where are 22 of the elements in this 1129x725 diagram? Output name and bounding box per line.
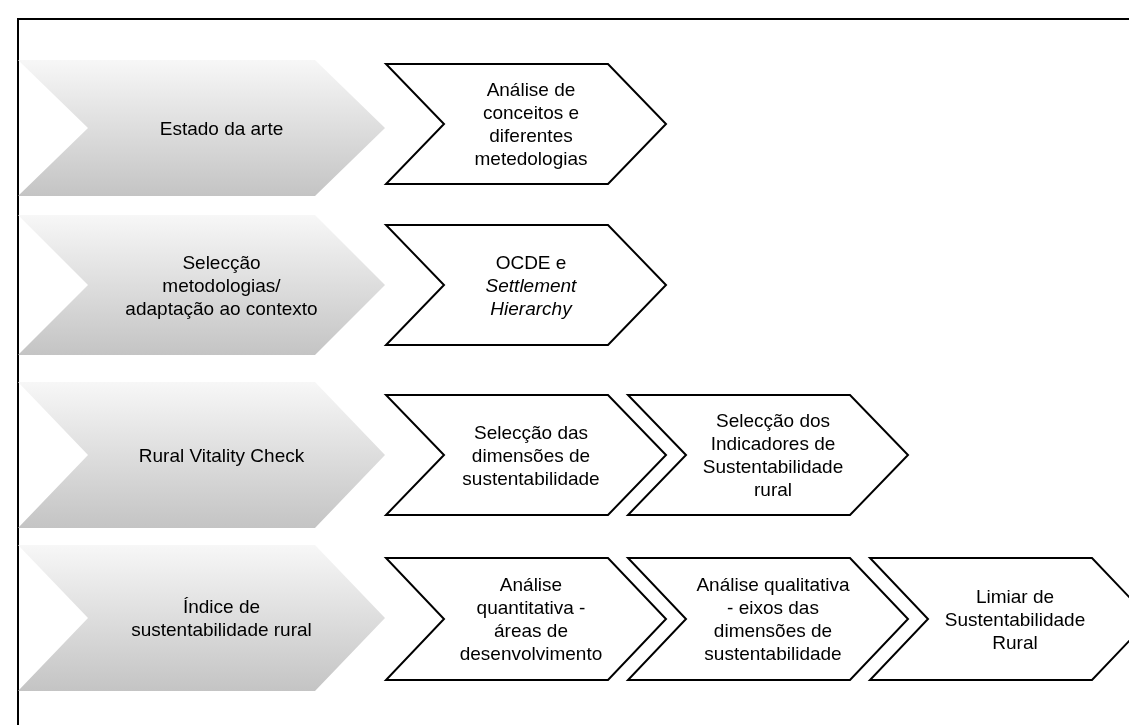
- step-label: Rural Vitality Check: [137, 443, 306, 467]
- step-label: Análise de conceitos e diferentes metedologias: [473, 78, 589, 170]
- step-label: Estado da arte: [158, 116, 285, 140]
- step-label: Selecção das dimensões de sustentabilidade: [461, 420, 601, 490]
- stage-step-panel: [386, 225, 666, 345]
- step-label: OCDE e Settlement Hierarchy: [484, 250, 578, 320]
- stage-step-panel: [870, 558, 1129, 680]
- step-label: Análise quantitativa - áreas de desenvolvimento: [458, 573, 604, 665]
- stage-heading-panel: [18, 545, 385, 691]
- stage-heading-panel: [18, 60, 385, 196]
- step-label: Selecção metodologias/ adaptação ao contexto: [124, 250, 319, 320]
- stage-step-panel: [386, 395, 666, 515]
- stage-step-panel: [386, 64, 666, 184]
- step-label: Selecção dos Indicadores de Sustentabilidade rural: [701, 409, 845, 501]
- stage-heading-panel: [18, 215, 385, 355]
- step-label: Índice de sustentabilidade rural: [130, 595, 313, 641]
- stage-step-panel: [386, 558, 666, 680]
- step-label: Limiar de Sustentabilidade Rural: [943, 584, 1087, 654]
- stage-heading-panel: [18, 382, 385, 528]
- stage-step-panel: [628, 395, 908, 515]
- stage-step-panel: [628, 558, 908, 680]
- step-label: Análise qualitativa - eixos das dimensões de sustentabilidade: [695, 573, 851, 665]
